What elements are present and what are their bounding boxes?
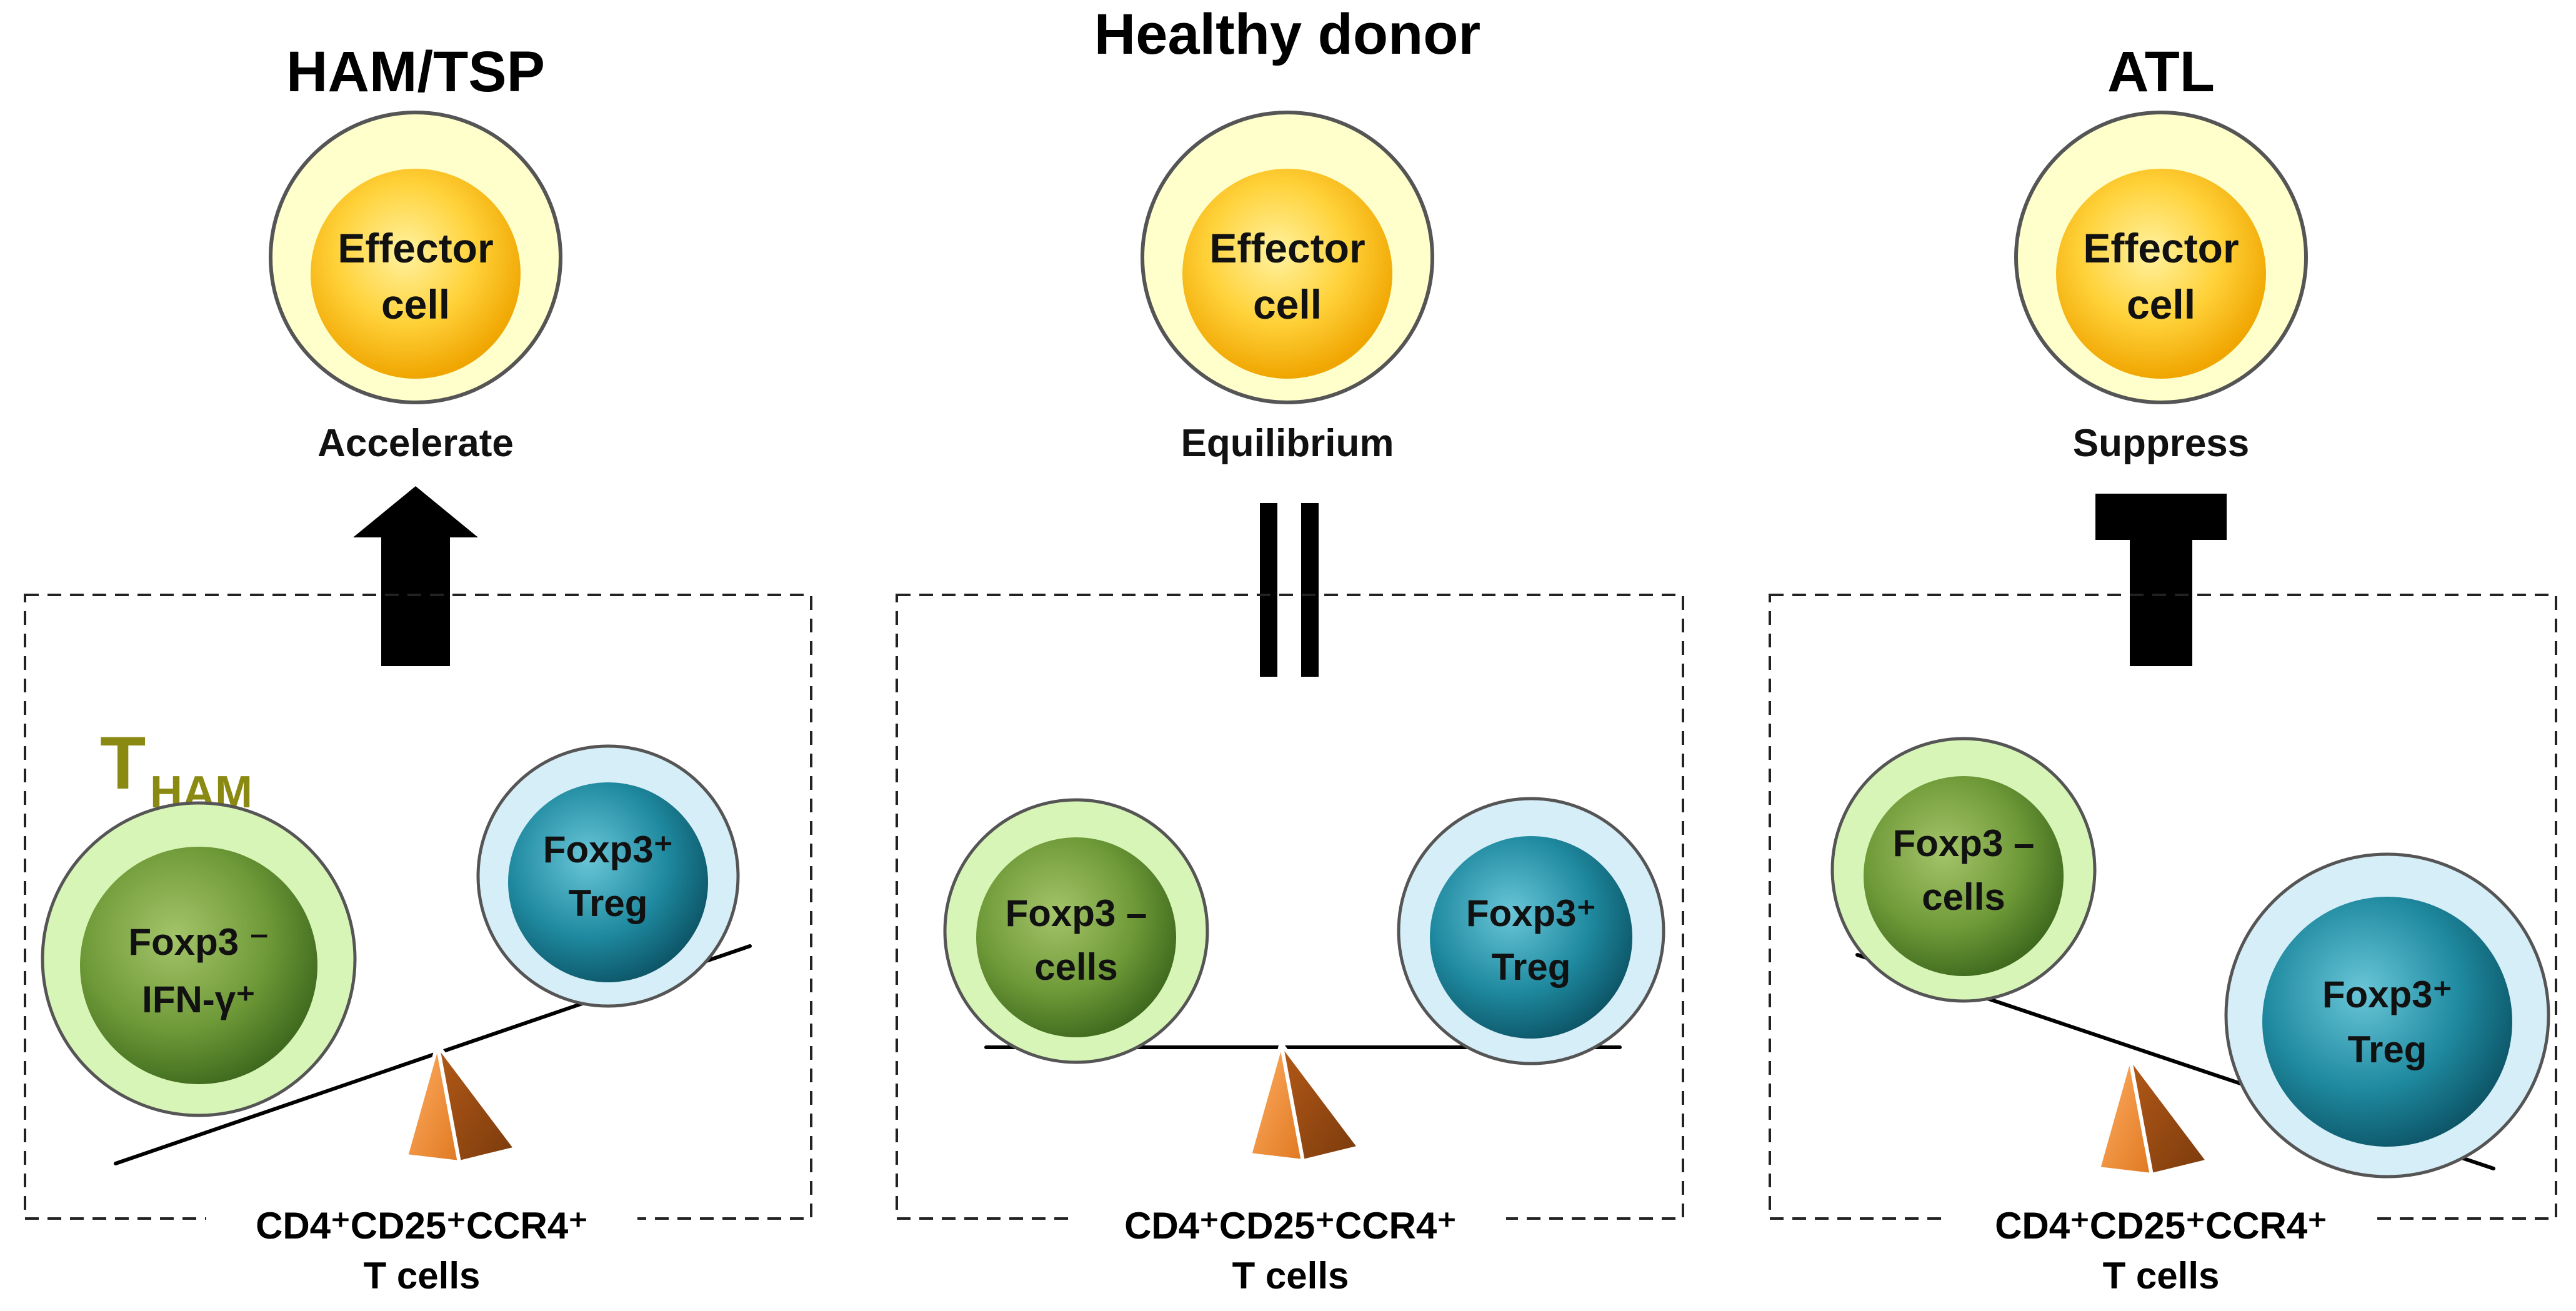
cell-label-line2: IFN-γ⁺ <box>142 979 256 1020</box>
tham-main: T <box>100 721 146 805</box>
cell-label-line2: cells <box>1922 876 2005 918</box>
action-label: Accelerate <box>317 422 514 465</box>
effector-label-line2: cell <box>2127 281 2195 327</box>
treg-cell: Foxp3⁺ Treg <box>476 744 740 1008</box>
cell-label-line1: Foxp3 – <box>1893 822 2035 864</box>
panel-title: HAM/TSP <box>286 40 545 104</box>
caption-line1: CD4⁺CD25⁺CCR4⁺ <box>256 1205 588 1247</box>
cell-label-line1: Foxp3 – <box>1006 892 1147 934</box>
treg-label-line2: Treg <box>569 882 648 924</box>
panel-ham-tsp: HAM/TSP Effector cell Accelerate T HAM F… <box>24 40 812 1306</box>
cell-label-line2: cells <box>1034 946 1117 988</box>
treg-label-line2: Treg <box>1492 946 1571 988</box>
caption-mask <box>1944 1194 2375 1306</box>
caption-mask <box>1075 1194 1506 1306</box>
action-label: Equilibrium <box>1181 422 1394 465</box>
treg-label-line1: Foxp3⁺ <box>1466 892 1596 934</box>
effector-label-line1: Effector <box>2083 225 2239 271</box>
suppress-tbar-icon <box>2095 494 2227 666</box>
effector-cell: Effector cell <box>269 111 562 404</box>
treg-label-line1: Foxp3⁺ <box>543 829 673 870</box>
treg-cell: Foxp3⁺ Treg <box>2224 852 2550 1179</box>
fulcrum-icon <box>2096 1056 2212 1177</box>
equilibrium-bars-icon <box>1260 503 1319 677</box>
caption-mask <box>206 1194 637 1306</box>
panel-atl: ATL Effector cell Suppress Foxp3 – cells <box>1769 40 2557 1306</box>
caption-line2: T cells <box>2103 1255 2220 1297</box>
tham-label: T HAM <box>100 721 252 817</box>
treg-cell: Foxp3⁺ Treg <box>1397 797 1665 1065</box>
treg-label-line1: Foxp3⁺ <box>2322 974 2452 1015</box>
caption-line1: CD4⁺CD25⁺CCR4⁺ <box>1124 1205 1457 1247</box>
action-label: Suppress <box>2073 422 2250 465</box>
effector-label-line2: cell <box>381 281 450 327</box>
panel-title: Healthy donor <box>1094 2 1480 66</box>
foxp3-negative-cell: Foxp3 ⁻ IFN-γ⁺ <box>41 801 357 1117</box>
panel-healthy-donor: Healthy donor Effector cell Equilibrium … <box>896 2 1684 1306</box>
panel-title: ATL <box>2107 40 2215 104</box>
fulcrum-icon <box>404 1044 519 1165</box>
effector-cell: Effector cell <box>2014 111 2308 404</box>
accelerate-arrow-icon <box>353 486 478 666</box>
foxp3-negative-cell: Foxp3 – cells <box>943 798 1209 1064</box>
effector-label-line1: Effector <box>1209 225 1365 271</box>
effector-label-line2: cell <box>1253 281 1322 327</box>
caption-line2: T cells <box>364 1255 481 1297</box>
treg-label-line2: Treg <box>2348 1029 2427 1070</box>
fulcrum-icon <box>1247 1042 1363 1164</box>
caption-line2: T cells <box>1232 1255 1349 1297</box>
caption-line1: CD4⁺CD25⁺CCR4⁺ <box>1995 1205 2327 1247</box>
effector-cell: Effector cell <box>1141 111 1434 404</box>
cell-label-line1: Foxp3 ⁻ <box>128 921 269 963</box>
effector-label-line1: Effector <box>337 225 493 271</box>
foxp3-negative-cell: Foxp3 – cells <box>1830 737 2097 1003</box>
